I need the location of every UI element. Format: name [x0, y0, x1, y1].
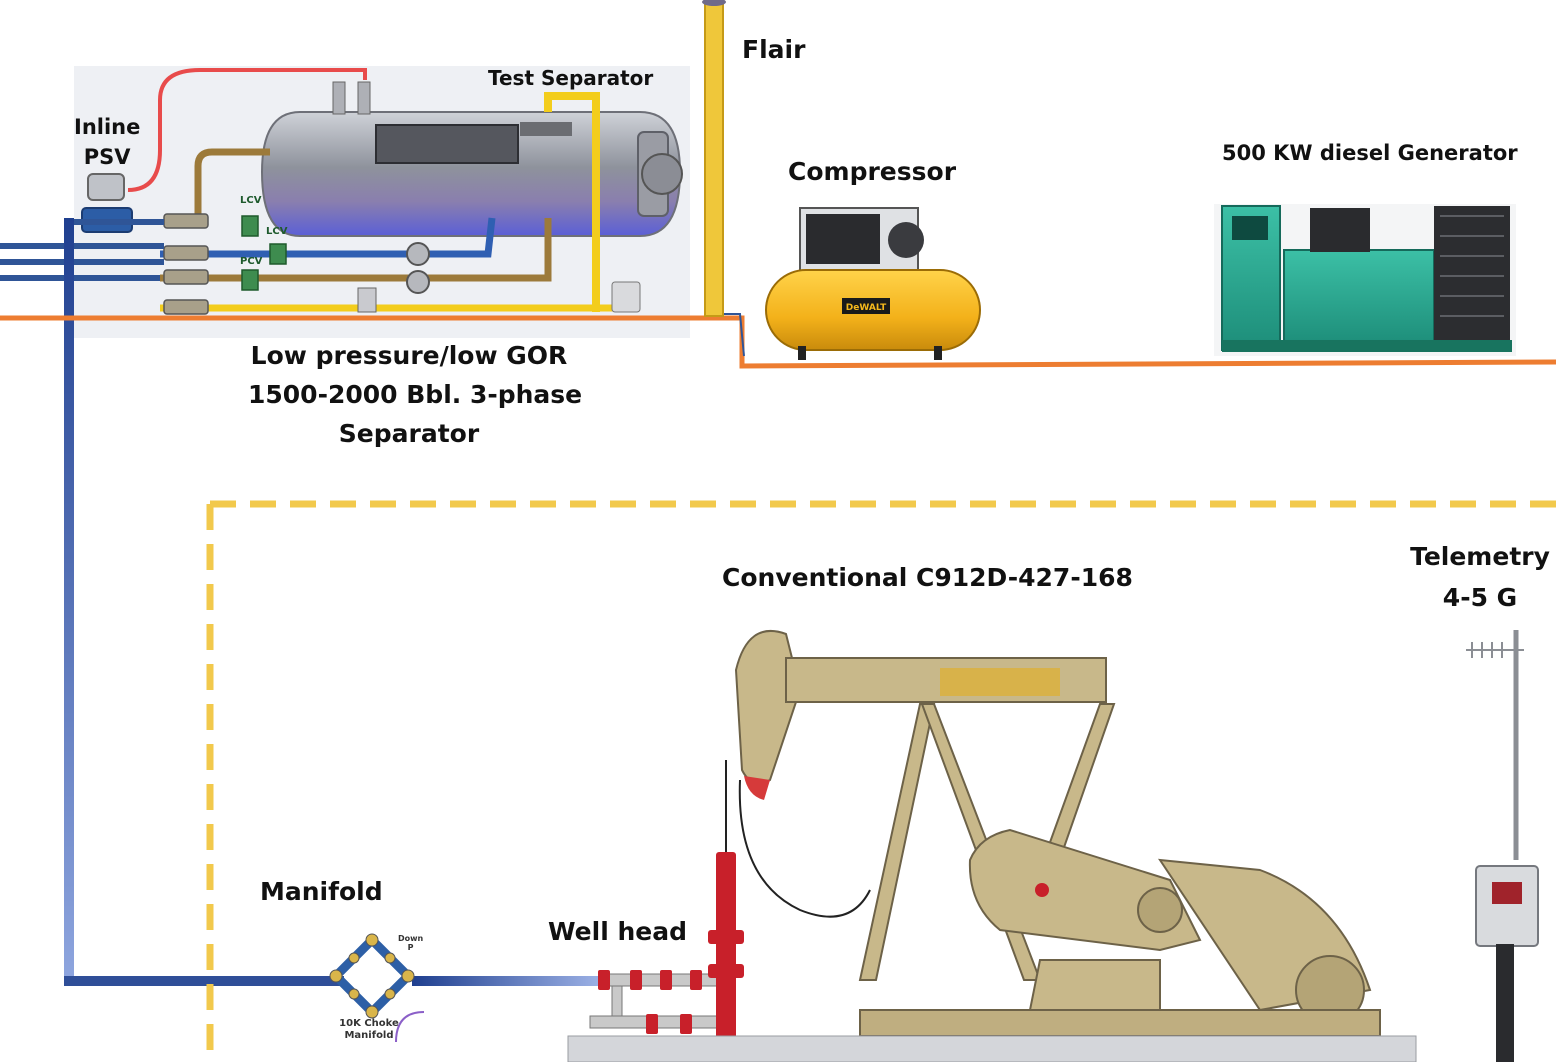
flare-stack-icon [702, 0, 726, 317]
oil-outlet-line [160, 218, 552, 282]
inlet-flanges [163, 213, 209, 315]
test-separator-label: Test Separator [488, 66, 654, 90]
manifold-label: Manifold [260, 877, 383, 906]
pumpjack-model-label: Conventional C912D-427-168 [722, 563, 1133, 592]
telemetry-label-line: 4-5 G [1442, 583, 1518, 612]
main-flow-line [64, 218, 74, 986]
inline-psv-label-line: Inline [74, 115, 141, 139]
separator-vessel-icon [260, 81, 683, 237]
relief-line [127, 68, 367, 192]
test-separator-panel [74, 66, 690, 338]
manifold-feed-line [64, 976, 344, 986]
lcv-valve-icon [269, 243, 287, 265]
flair-label: Flair [742, 35, 806, 64]
lcv-tag: LCV [266, 226, 288, 237]
wellhead-flow-line [412, 976, 602, 986]
inline-psv-label: Inline PSV [74, 112, 140, 172]
lcv-tag: LCV [240, 195, 262, 206]
gas-meter-icon [611, 281, 641, 313]
drain-valve-icon [357, 287, 377, 313]
choke-note-label: Down P [398, 934, 423, 952]
choke-note-label-line: P [407, 943, 414, 953]
gas-outlet-line [544, 92, 600, 312]
separator-caption: Low pressure/low GOR 1500-2000 Bbl. 3-ph… [248, 336, 583, 453]
choke-manifold-label-line: 10K Choke [339, 1018, 399, 1029]
choke-note-label-line: Down [398, 934, 424, 943]
well-head-label: Well head [548, 917, 688, 946]
wellsite-boundary [206, 500, 1556, 1062]
generator-icon [1214, 204, 1516, 356]
telemetry-label-line: Telemetry [1410, 542, 1550, 571]
lcv-valve-icon [241, 215, 259, 237]
telemetry-label: Telemetry 4-5 G [1404, 536, 1556, 618]
inline-psv-label-line: PSV [83, 145, 131, 169]
water-meter-icon [406, 242, 430, 266]
pcv-tag: PCV [240, 256, 263, 267]
pumpjack-icon [567, 629, 1417, 1062]
inlet-line [194, 148, 270, 220]
generator-label: 500 KW diesel Generator [1222, 141, 1518, 165]
wellhead-icon [589, 760, 744, 1052]
telemetry-antenna-icon [1466, 630, 1539, 1062]
telemetry-rtu-icon [1475, 865, 1539, 947]
flare-tie-line [724, 313, 745, 357]
separator-caption-line: 1500-2000 Bbl. 3-phase [248, 380, 583, 409]
oil-meter-icon [406, 270, 430, 294]
compressor-label: Compressor [788, 157, 957, 186]
separator-caption-line: Separator [338, 419, 480, 448]
choke-manifold-icon [329, 933, 425, 1043]
pcv-valve-icon [241, 269, 259, 291]
compressor-brand-text: DeWALT [846, 303, 887, 313]
control-valves [241, 215, 287, 291]
choke-manifold-label: 10K Choke Manifold [330, 1018, 408, 1041]
feed-lines [0, 219, 164, 281]
choke-manifold-label-line: Manifold [344, 1029, 394, 1041]
compressor-icon: DeWALT [765, 207, 981, 360]
separator-caption-line: Low pressure/low GOR [250, 341, 568, 370]
